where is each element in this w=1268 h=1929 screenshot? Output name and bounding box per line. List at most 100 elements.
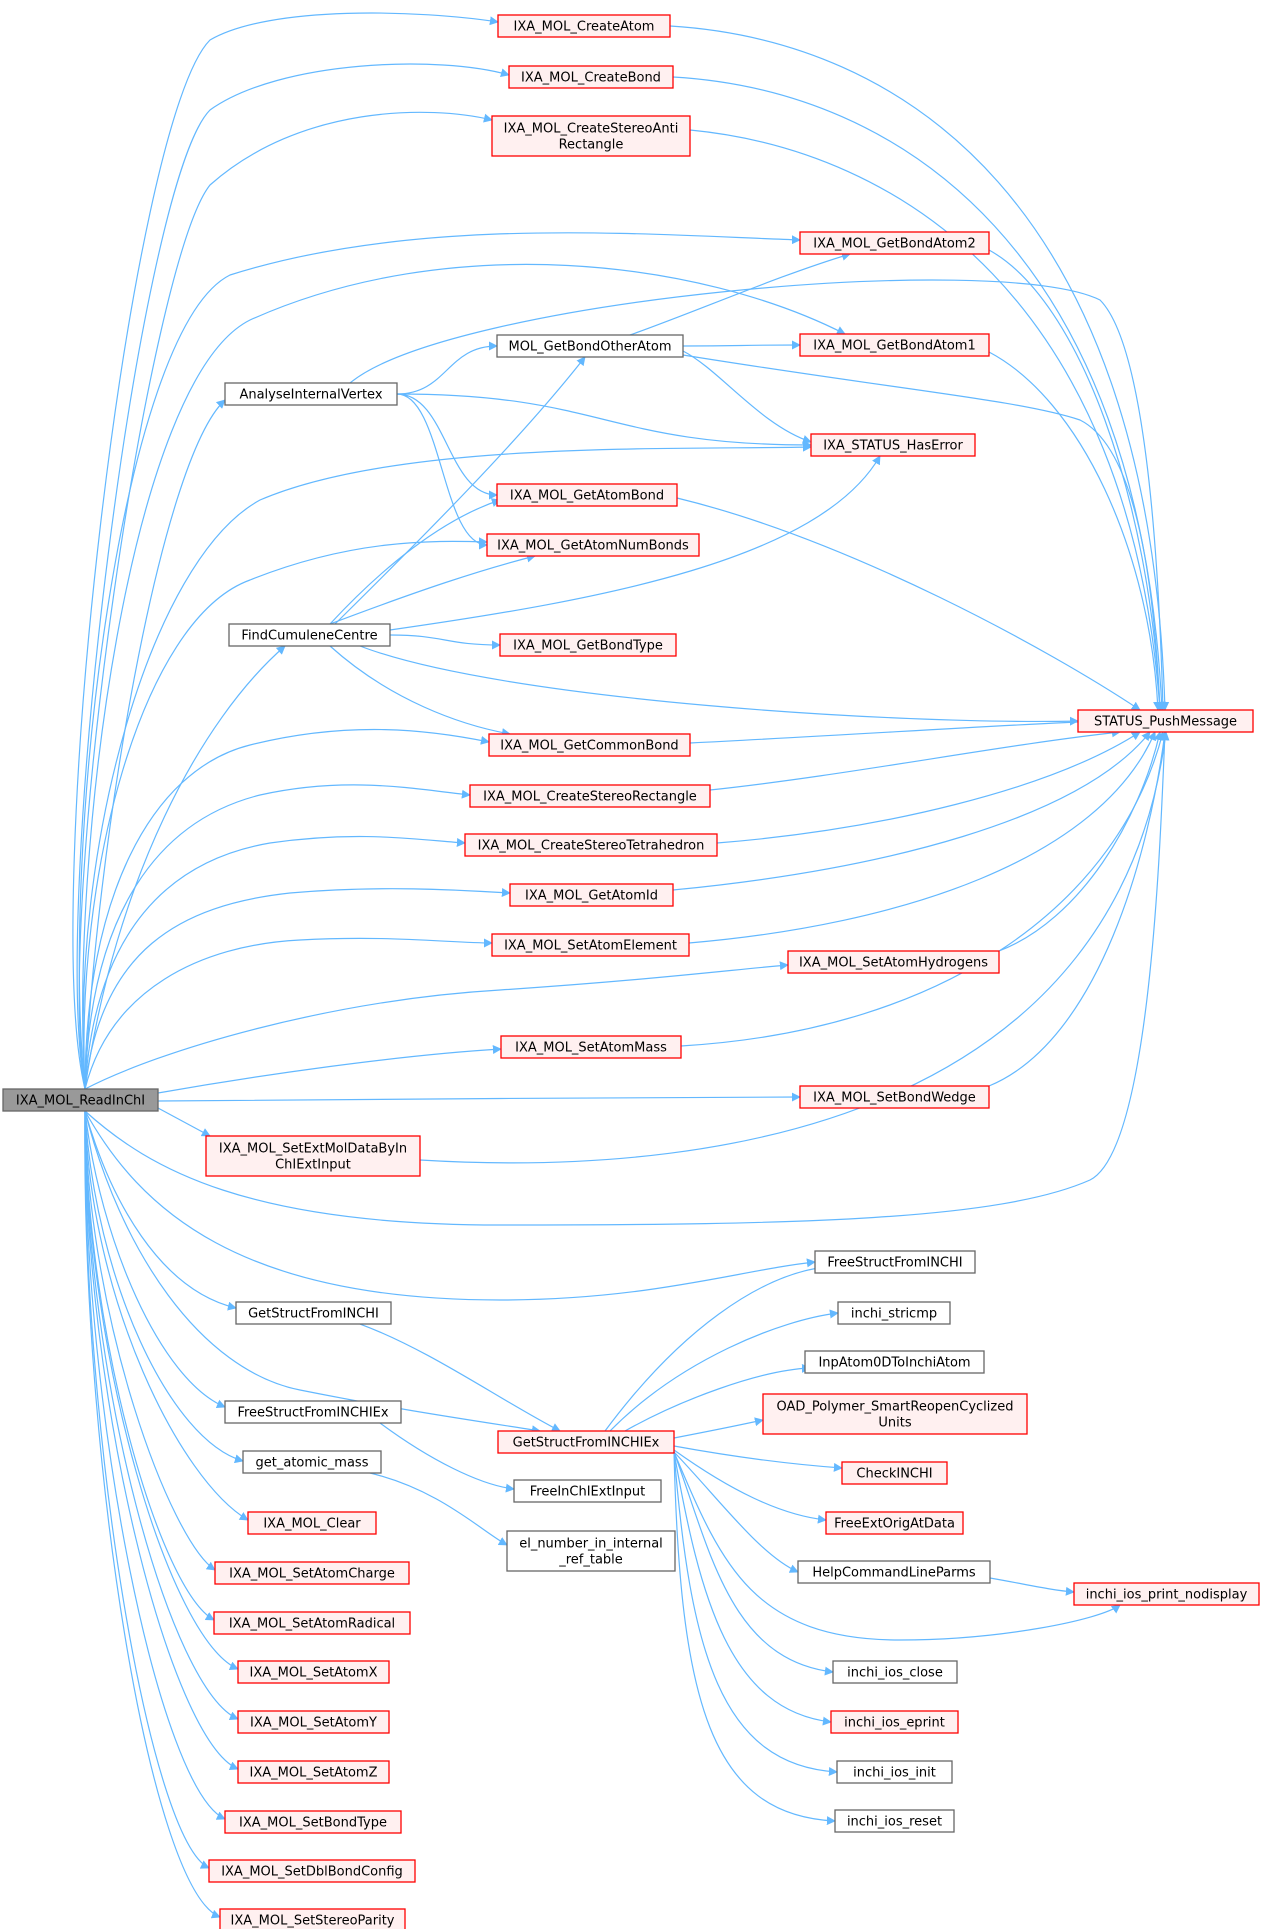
node-setBondWedge[interactable]: IXA_MOL_SetBondWedge: [799, 1085, 990, 1109]
node-setBondType[interactable]: IXA_MOL_SetBondType: [224, 1810, 402, 1834]
node-getCommonBond[interactable]: IXA_MOL_GetCommonBond: [488, 733, 691, 757]
node-box: [247, 1511, 377, 1535]
call-edge-findCumulene-to-getAtomBond: [329, 498, 501, 625]
node-box: [825, 1511, 964, 1535]
node-box: [213, 1611, 411, 1635]
node-getAtomNumBonds[interactable]: IXA_MOL_GetAtomNumBonds: [486, 533, 700, 557]
call-edge-root-to-createStereoRect: [84, 784, 471, 1090]
node-label: IXA_MOL_SetBondWedge: [813, 1091, 976, 1106]
node-box: [1077, 709, 1254, 733]
node-setAtomCharge[interactable]: IXA_MOL_SetAtomCharge: [214, 1561, 410, 1585]
call-edge-getStructFromInchiEx-to-iosInit: [673, 1451, 838, 1777]
node-label: IXA_MOL_ReadInChI: [16, 1094, 145, 1109]
node-box: [242, 1450, 382, 1474]
node-freeInchiExtInput[interactable]: FreeInChIExtInput: [513, 1479, 662, 1503]
call-edge-analyse-to-pushMessage: [349, 279, 1168, 711]
node-helpCmd[interactable]: HelpCommandLineParms: [797, 1560, 991, 1584]
node-getBondAtom1[interactable]: IXA_MOL_GetBondAtom1: [799, 333, 990, 357]
node-molClear[interactable]: IXA_MOL_Clear: [247, 1511, 377, 1535]
node-getAtomicMass[interactable]: get_atomic_mass: [242, 1450, 382, 1474]
node-setAtomHydrogens[interactable]: IXA_MOL_SetAtomHydrogens: [787, 950, 1000, 974]
call-edge-findCumulene-to-getAtomNumBonds: [329, 553, 536, 625]
call-edge-createAtom-to-pushMessage: [669, 25, 1170, 711]
node-box: [214, 1561, 410, 1585]
node-checkInchi[interactable]: CheckINCHI: [841, 1461, 948, 1485]
node-box: [496, 483, 678, 507]
node-box: [841, 1461, 948, 1485]
call-edge-createStereoAnti-to-pushMessage: [689, 129, 1164, 711]
node-createStereoRect[interactable]: IXA_MOL_CreateStereoRectangle: [469, 784, 711, 808]
node-iosInit[interactable]: inchi_ios_init: [836, 1760, 953, 1784]
call-edge-molGetBondOther-to-getBondAtom2: [629, 252, 851, 336]
node-getStructFromInchiEx[interactable]: GetStructFromINCHIEx: [497, 1430, 675, 1454]
node-inchiStricmp[interactable]: inchi_stricmp: [837, 1301, 951, 1325]
node-box: [799, 1085, 990, 1109]
node-label: IXA_MOL_GetAtomId: [525, 889, 658, 904]
node-label: IXA_MOL_GetBondAtom1: [813, 339, 976, 354]
node-createAtom[interactable]: IXA_MOL_CreateAtom: [497, 14, 671, 38]
node-label: IXA_MOL_SetAtomHydrogens: [799, 956, 988, 971]
node-label: inchi_ios_close: [847, 1666, 943, 1681]
node-freeStructFromInchiEx[interactable]: FreeStructFromINCHIEx: [224, 1400, 402, 1424]
node-setStereoParity[interactable]: IXA_MOL_SetStereoParity: [219, 1908, 406, 1929]
node-root[interactable]: IXA_MOL_ReadInChI: [2, 1088, 159, 1112]
call-edge-root-to-getAtomicMass: [84, 1110, 244, 1464]
node-setAtomY[interactable]: IXA_MOL_SetAtomY: [237, 1710, 390, 1734]
node-setAtomX[interactable]: IXA_MOL_SetAtomX: [237, 1660, 390, 1684]
node-createStereoTetra[interactable]: IXA_MOL_CreateStereoTetrahedron: [464, 833, 718, 857]
call-edge-root-to-findCumulene: [84, 645, 286, 1090]
call-edge-getStructFromInchiEx-to-checkInchi: [673, 1445, 843, 1472]
node-freeExtOrig[interactable]: FreeExtOrigAtData: [825, 1511, 964, 1535]
node-iosPrintNodisplay[interactable]: inchi_ios_print_nodisplay: [1073, 1582, 1260, 1606]
call-edge-getCommonBond-to-pushMessage: [689, 716, 1101, 744]
node-label: inchi_ios_init: [853, 1766, 936, 1781]
node-getBondAtom2[interactable]: IXA_MOL_GetBondAtom2: [799, 231, 990, 255]
node-setAtomMass[interactable]: IXA_MOL_SetAtomMass: [500, 1035, 682, 1059]
node-iosClose[interactable]: inchi_ios_close: [832, 1660, 958, 1684]
node-getStructFromInchi[interactable]: GetStructFromINCHI: [235, 1301, 392, 1325]
call-edge-root-to-getAtomNumBonds: [83, 537, 488, 1090]
call-edge-root-to-setAtomRadical: [84, 1110, 215, 1621]
node-setAtomZ[interactable]: IXA_MOL_SetAtomZ: [237, 1760, 390, 1784]
node-setAtomElement[interactable]: IXA_MOL_SetAtomElement: [491, 933, 690, 957]
node-label: inchi_ios_reset: [847, 1815, 942, 1830]
node-freeStructFromInchi[interactable]: FreeStructFromINCHI: [814, 1250, 976, 1274]
node-label: IXA_MOL_SetAtomCharge: [229, 1567, 395, 1582]
node-pushMessage[interactable]: STATUS_PushMessage: [1077, 709, 1254, 733]
call-edge-root-to-pushMessage: [84, 731, 1170, 1226]
node-label: FreeStructFromINCHIEx: [237, 1406, 388, 1421]
node-getBondType[interactable]: IXA_MOL_GetBondType: [499, 633, 677, 657]
node-iosEprint[interactable]: inchi_ios_eprint: [830, 1710, 959, 1734]
node-label: _ref_table: [558, 1553, 623, 1568]
node-label: IXA_MOL_SetStereoParity: [231, 1914, 395, 1929]
node-elNumber[interactable]: el_number_in_internal_ref_table: [506, 1530, 676, 1572]
call-edge-root-to-setExtMol: [157, 1107, 211, 1137]
call-edge-root-to-freeStructFromInchiEx: [84, 1110, 226, 1409]
node-getAtomId[interactable]: IXA_MOL_GetAtomId: [509, 883, 674, 907]
node-iosReset[interactable]: inchi_ios_reset: [834, 1809, 955, 1833]
node-label: IXA_MOL_CreateStereoAnti: [504, 122, 679, 137]
node-hasError[interactable]: IXA_STATUS_HasError: [810, 433, 976, 457]
node-setAtomRadical[interactable]: IXA_MOL_SetAtomRadical: [213, 1611, 411, 1635]
call-edge-analyse-to-molGetBondOther: [396, 341, 498, 395]
node-label: IXA_MOL_GetBondType: [513, 639, 663, 654]
call-edge-getStructFromInchiEx-to-iosClose: [673, 1451, 834, 1676]
node-findCumulene[interactable]: FindCumuleneCentre: [228, 623, 391, 647]
node-label: IXA_MOL_Clear: [263, 1517, 361, 1532]
call-edge-root-to-getAtomId: [84, 888, 511, 1090]
call-edge-getBondAtom1-to-pushMessage: [988, 351, 1163, 711]
node-analyse[interactable]: AnalyseInternalVertex: [224, 382, 398, 406]
node-createBond[interactable]: IXA_MOL_CreateBond: [508, 65, 674, 89]
node-inpAtom0D[interactable]: InpAtom0DToInchiAtom: [804, 1350, 985, 1374]
node-molGetBondOther[interactable]: MOL_GetBondOtherAtom: [496, 334, 684, 358]
call-edge-findCumulene-to-pushMessage: [359, 645, 1079, 726]
node-getAtomBond[interactable]: IXA_MOL_GetAtomBond: [496, 483, 678, 507]
node-label: ChIExtInput: [275, 1158, 351, 1173]
edge-layer: [72, 12, 1170, 1919]
node-setDblBond[interactable]: IXA_MOL_SetDblBondConfig: [208, 1859, 416, 1883]
call-edge-getAtomBond-to-pushMessage: [676, 497, 1141, 711]
